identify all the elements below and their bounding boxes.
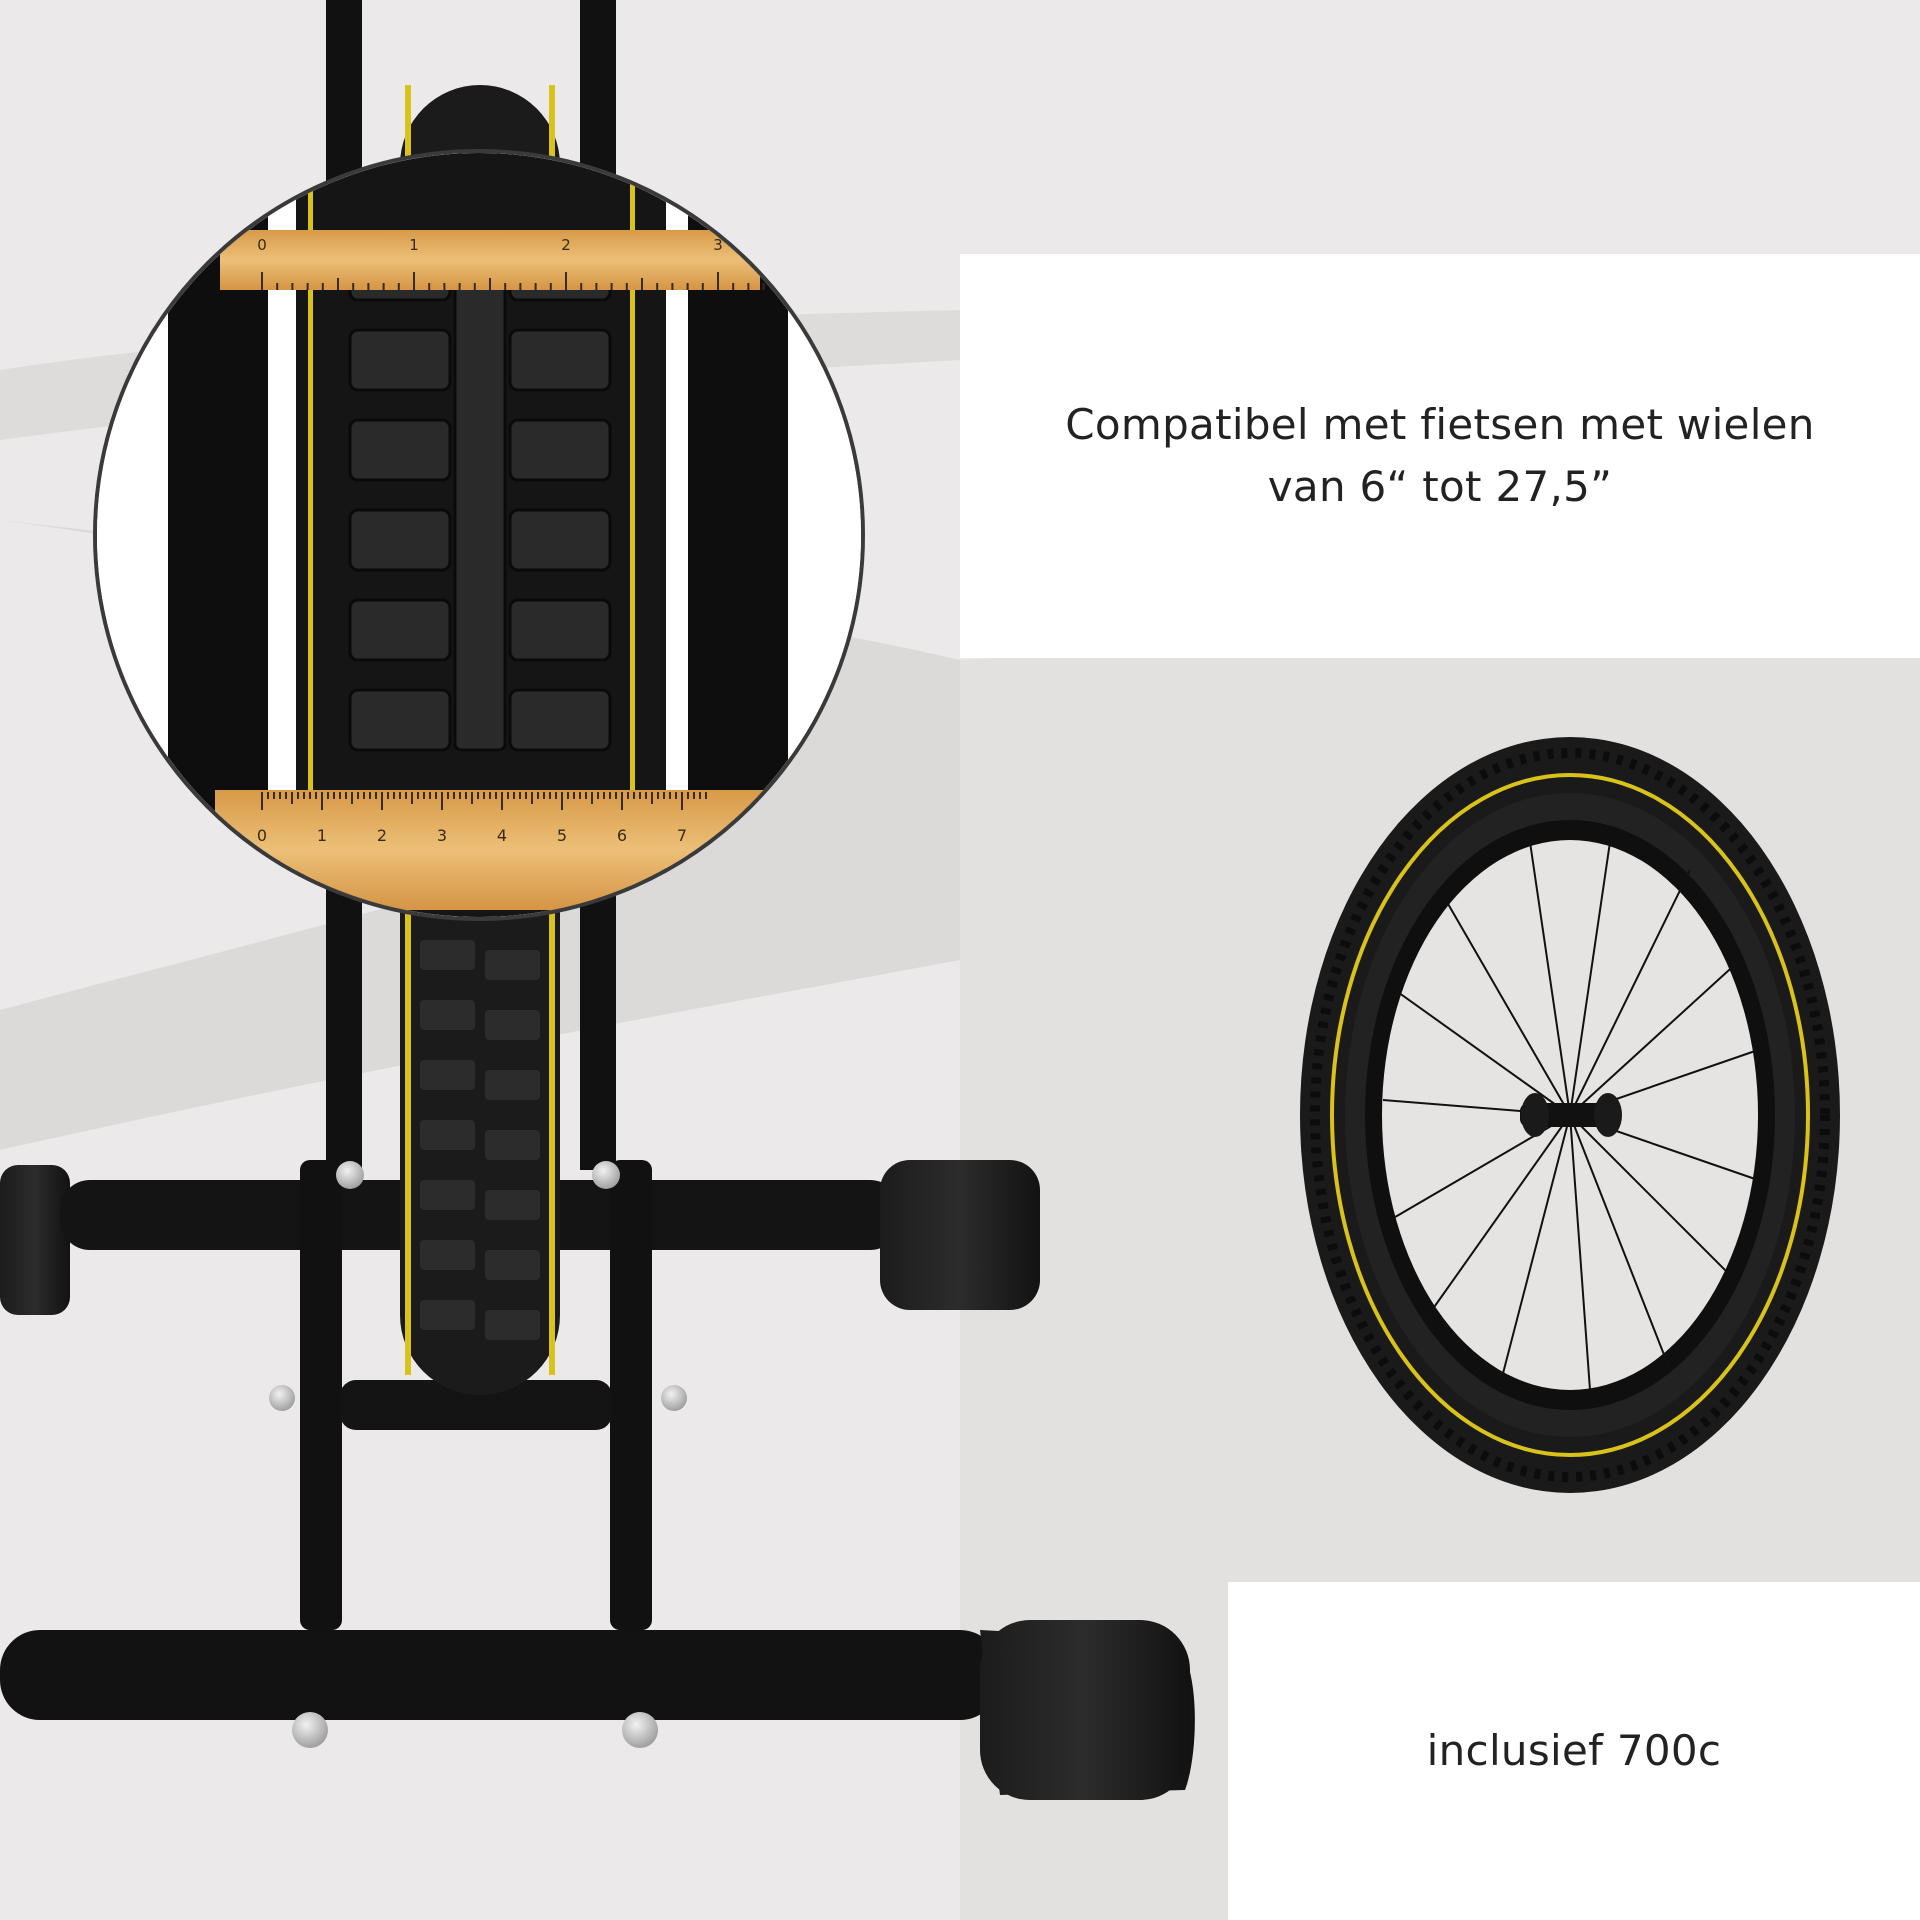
ruler-label: 0 (257, 236, 267, 254)
included-caption: inclusief 700c (1426, 1726, 1722, 1775)
ruler-label: 4 (497, 826, 507, 845)
compatibility-caption-line1: Compatibel met fietsen met wielen (1065, 400, 1815, 449)
ruler-label: 5 (557, 826, 567, 845)
included-panel: inclusief 700c (1228, 1582, 1920, 1920)
ruler-label: 3 (437, 826, 447, 845)
ruler-label: 2 (561, 236, 571, 254)
ruler-label: 7 (677, 826, 687, 845)
ruler-label: 1 (317, 826, 327, 845)
ruler-label: 3 (713, 236, 723, 254)
ruler-label: 0 (257, 826, 267, 845)
magnifier-circle-icon: 0 1 2 3 0 1 2 3 4 5 6 7 (93, 149, 865, 921)
ruler-label: 1 (409, 236, 419, 254)
ruler-label: 2 (377, 826, 387, 845)
ruler-label: 6 (617, 826, 627, 845)
compatibility-panel: Compatibel met fietsen met wielen van 6“… (960, 254, 1920, 658)
bicycle-wheel-icon (1300, 737, 1840, 1493)
compatibility-caption-line2: van 6“ tot 27,5” (1267, 462, 1613, 511)
